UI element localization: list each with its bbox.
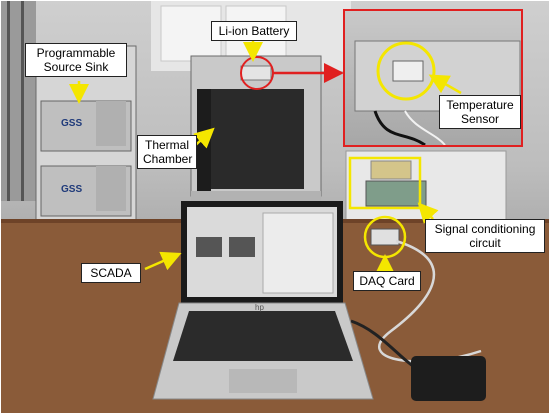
external-drive bbox=[411, 356, 486, 401]
shelf-rack bbox=[1, 1, 36, 201]
label-daq-card: DAQ Card bbox=[353, 271, 421, 291]
label-line: Source Sink bbox=[43, 60, 109, 74]
daq-highlight bbox=[363, 215, 407, 259]
label-scada: SCADA bbox=[81, 263, 141, 283]
arrow-temperature-sensor bbox=[428, 74, 462, 95]
laptop-brand: hp bbox=[255, 303, 264, 312]
label-line: Temperature bbox=[446, 98, 514, 112]
arrow-signal-circuit bbox=[417, 202, 439, 224]
label-thermal-chamber: Thermal Chamber bbox=[137, 135, 197, 169]
rack-brand-bottom: GSS bbox=[61, 184, 83, 195]
arrow-scada bbox=[144, 251, 182, 271]
label-signal-conditioning-circuit: Signal conditioning circuit bbox=[425, 219, 545, 253]
label-line: Thermal bbox=[144, 138, 189, 152]
daq-card-device bbox=[370, 228, 400, 246]
label-line: Programmable bbox=[36, 46, 116, 60]
label-temperature-sensor: Temperature Sensor bbox=[439, 95, 521, 129]
sensor-highlight bbox=[376, 41, 436, 101]
circuit-highlight bbox=[348, 156, 422, 210]
label-li-ion-battery: Li-ion Battery bbox=[211, 21, 297, 41]
label-line: Chamber bbox=[143, 152, 193, 166]
battery-highlight bbox=[240, 56, 274, 90]
label-line: Signal conditioning bbox=[434, 222, 536, 236]
label-programmable-source-sink: Programmable Source Sink bbox=[25, 43, 127, 77]
label-line: circuit bbox=[469, 236, 501, 250]
label-line: Sensor bbox=[460, 112, 500, 126]
rack-brand-top: GSS bbox=[61, 118, 83, 129]
